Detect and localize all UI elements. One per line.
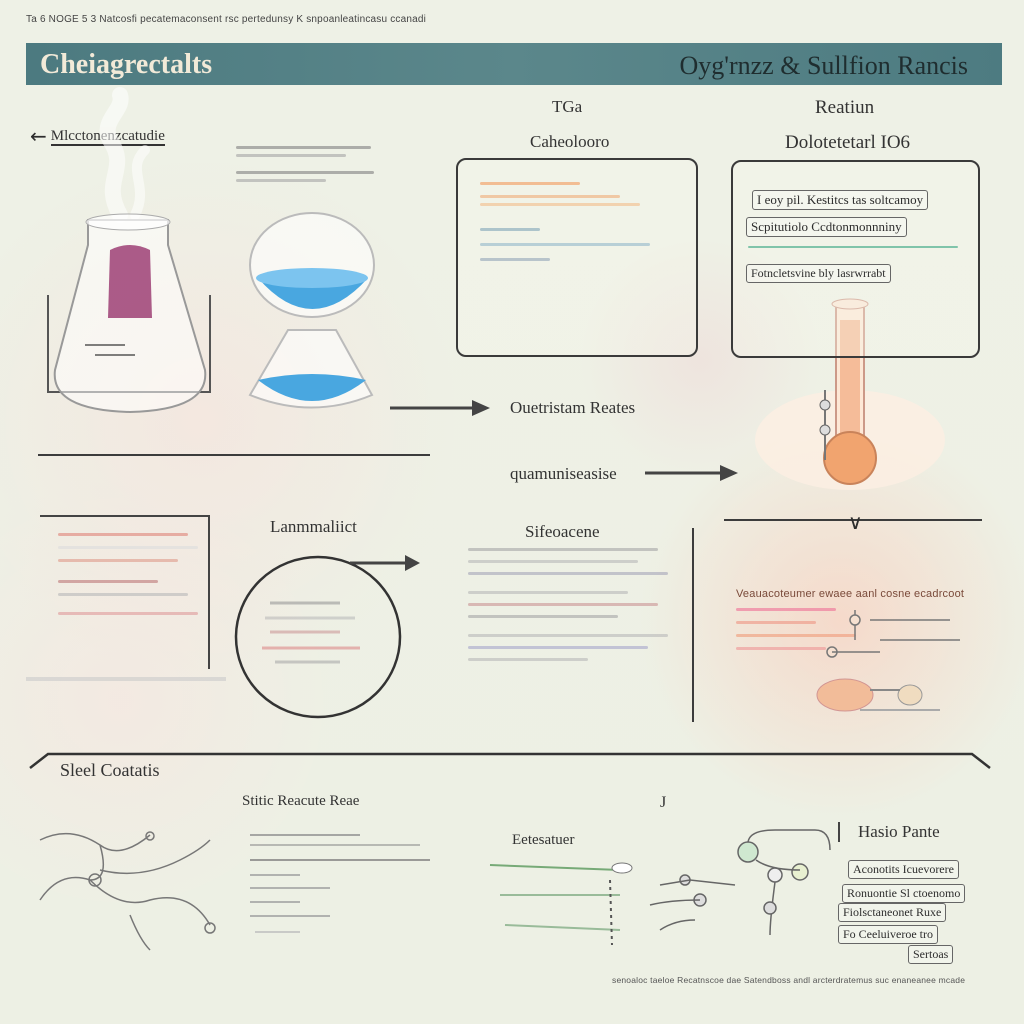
reaction-label: Ouetristam Reates <box>510 398 636 417</box>
middle-center-label: Sifeoacene <box>525 522 600 541</box>
under-label: quamuniseasise <box>510 464 617 483</box>
molecule-icon <box>826 610 960 658</box>
bottom-footnote: senoaloc taeloe Recatnscoe dae Satendbos… <box>612 975 966 985</box>
right-note: Veauacoteumer ewaee aanl cosne ecadrcoot <box>736 588 965 600</box>
bottom-pill-5: Sertoas <box>908 945 954 964</box>
top-left-notes <box>236 146 376 182</box>
right-note-lines <box>736 608 866 650</box>
arrow-left-icon: ← <box>30 124 47 148</box>
network-diagram-icon <box>39 831 216 951</box>
reaction-chain-icon <box>489 862 633 946</box>
header-right-title: Oyg'rnzz & Sullfion Rancis <box>679 51 968 80</box>
reaction-pill-3: Fotncletsvine bly lasrwrrabt <box>746 264 891 283</box>
col1-header: TGa <box>552 97 583 116</box>
header-left-title: Cheiagrectalts <box>40 49 213 80</box>
col2-subtitle: Dolotetetarl IO6 <box>785 132 911 153</box>
data-box-left <box>456 158 698 357</box>
middle-center-lines <box>468 548 678 661</box>
divider-left <box>38 454 430 456</box>
flask-pair-icon <box>816 678 940 712</box>
molecule-icon <box>649 829 831 936</box>
steam-icon <box>99 87 150 223</box>
reaction-pill-1: I eoy pil. Kestitcs tas soltcamoy <box>752 190 929 210</box>
bottom-pill-1: Aconotits Icuevorere <box>848 860 959 879</box>
middle-vertical-divider <box>692 528 694 722</box>
bottom-right-title: Hasio Pante <box>858 822 940 841</box>
bottom-pill-3: Fiolsctaneonet Ruxe <box>838 903 947 922</box>
test-tube-icon <box>755 298 945 490</box>
data-box-right <box>731 160 980 358</box>
divider-right <box>724 519 982 521</box>
bottom-pill-2: Ronuontie Sl ctoenomo <box>842 884 966 903</box>
reaction-pill-2: Scpitutiolo Ccdtonmonnniny <box>746 217 907 237</box>
arrow-right-icon <box>645 465 738 481</box>
notes-lines <box>58 533 198 615</box>
col2-header: Reatiun <box>815 97 875 118</box>
col1-subtitle: Caheolooro <box>530 132 610 151</box>
middle-left-label: Lanmmaliict <box>270 517 357 536</box>
arrow-right-icon <box>350 555 420 571</box>
bottom-title: Sleel Coatatis <box>60 760 160 780</box>
data-box-lines <box>480 182 680 261</box>
arrow-right-icon <box>390 400 490 416</box>
pill-divider <box>748 246 958 248</box>
hourglass-icon <box>248 212 375 409</box>
bottom-j-label: J <box>660 794 667 811</box>
top-caption: Ta 6 NOGE 5 3 Natcosfi pecatemaconsent r… <box>26 14 427 25</box>
bottom-sublabel: Stitic Reacute Reae <box>242 793 360 809</box>
notes-footer-line <box>26 677 226 681</box>
header-bar: Cheiagrectalts Oyg'rnzz & Sullfion Ranci… <box>26 43 1002 85</box>
bottom-right-bar <box>838 822 840 842</box>
chevron-down-icon: ∨ <box>848 510 863 534</box>
flask-icon <box>47 213 211 414</box>
bottom-mid-label: Eetesatuer <box>512 832 575 848</box>
notes-panel-left <box>40 515 210 669</box>
bottom-pill-4: Fo Ceeluiveroe tro <box>838 925 938 944</box>
